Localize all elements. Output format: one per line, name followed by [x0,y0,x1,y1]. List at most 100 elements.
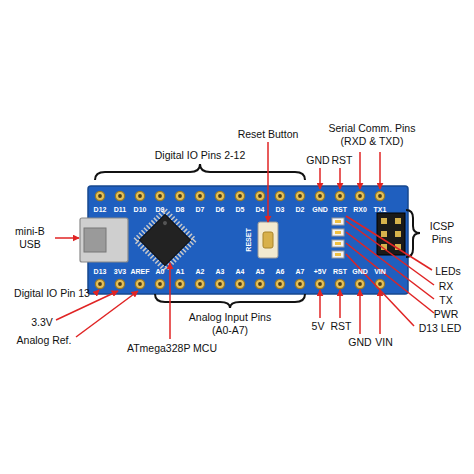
led [332,240,344,247]
pin-row-bottom [95,279,384,288]
pin-label: D12 [94,206,107,214]
pin-label: A6 [276,268,285,276]
pin-pad [95,191,104,200]
pin-label: A1 [176,268,185,276]
icsp-pin [395,231,401,237]
pin-pad [115,191,124,200]
pin-label: A4 [236,268,245,276]
usb-connector [80,218,128,262]
leader-arrow [95,290,99,294]
led-group [332,218,344,258]
pin-pad [95,279,104,288]
callout-label: mini-B USB [8,225,52,250]
pin-pad [135,191,144,200]
pin-pad [175,279,184,288]
callout-label: ATmega328P MCU [127,342,217,355]
pin-pad [155,191,164,200]
leader-arrow [267,142,269,222]
pin-pad [295,279,304,288]
pin-label: D6 [216,206,225,214]
leader-arrow [339,290,341,318]
pin-pad [375,191,384,200]
pin-label: RST [333,206,347,214]
pin-label: A2 [196,268,205,276]
callout-label: Serial Comm. Pins (RXD & TXD) [322,122,422,147]
icsp-header [377,213,405,255]
led-lens [335,253,341,256]
callout-label: Analog Ref. [17,334,72,347]
pin-pad [195,191,204,200]
led [332,251,344,258]
leader-arrow [359,290,361,334]
pin-label: D10 [134,206,147,214]
led [332,218,344,225]
pin-label: D4 [256,206,265,214]
pin-label: D3 [276,206,285,214]
pin-label: +5V [314,268,327,276]
pin-pad [315,191,324,200]
pin-label: TX1 [374,206,387,214]
leader-arrow [319,168,321,189]
callout-label: RX [439,280,454,293]
pin-label: D8 [176,206,185,214]
callout-label: GND [306,154,329,167]
bracket [95,164,305,180]
pin-label: A0 [156,268,165,276]
leader-arrow [55,237,79,239]
callout-label: ICSP Pins [426,220,458,245]
leader-line [346,243,434,313]
pin-label: GND [352,268,368,276]
callout-label: Reset Button [238,128,299,141]
pin-label: D13 [94,268,107,276]
leader-arrow [359,152,361,189]
leader-lines [55,142,434,339]
pin-pad [275,191,284,200]
pin-label: VIN [374,268,386,276]
leader-line [346,232,434,299]
pin-label: D9 [156,206,165,214]
pin-pad [355,191,364,200]
callout-label: D13 LED [419,322,462,335]
callout-label: 3.3V [31,316,53,329]
pin-label: AREF [130,268,149,276]
callout-label: RST [332,154,353,167]
pin-label: A5 [256,268,265,276]
callout-label: Digital IO Pin 13 [14,287,90,300]
pin-label: D5 [236,206,245,214]
bracket [155,294,305,308]
pin-label: A7 [296,268,305,276]
pin-pad [235,279,244,288]
pin-label: RESET [245,228,253,251]
pin-pad [175,191,184,200]
callout-label: 5V [312,320,325,333]
pin-pad [155,279,164,288]
led-lens [335,231,341,234]
callout-label: LEDs [435,265,461,278]
pin-pad [195,279,204,288]
pin-pad [215,191,224,200]
usb-opening [84,228,106,252]
leader-arrow [339,168,341,189]
pin-pad [235,191,244,200]
pin-label: D11 [114,206,126,214]
pin-label: A3 [216,268,225,276]
leader-arrow [379,152,381,189]
pin-pad [255,279,264,288]
pin-pad [275,279,284,288]
callout-label: TX [439,294,452,307]
callout-label: Analog Input Pins (A0-A7) [183,311,278,336]
callout-label: RST [331,320,352,333]
pin-pad [335,191,344,200]
callout-label: GND [348,336,371,349]
reset-button [258,222,278,258]
icsp-pin [381,218,387,224]
pin-pad [355,279,364,288]
pin-label: GND [312,206,328,214]
pin-label: RST [333,268,347,276]
leader-line [346,254,414,326]
pin-label: RX0 [353,206,367,214]
led [332,229,344,236]
leader-arrow [169,263,171,339]
reset-button-cap [263,232,273,248]
